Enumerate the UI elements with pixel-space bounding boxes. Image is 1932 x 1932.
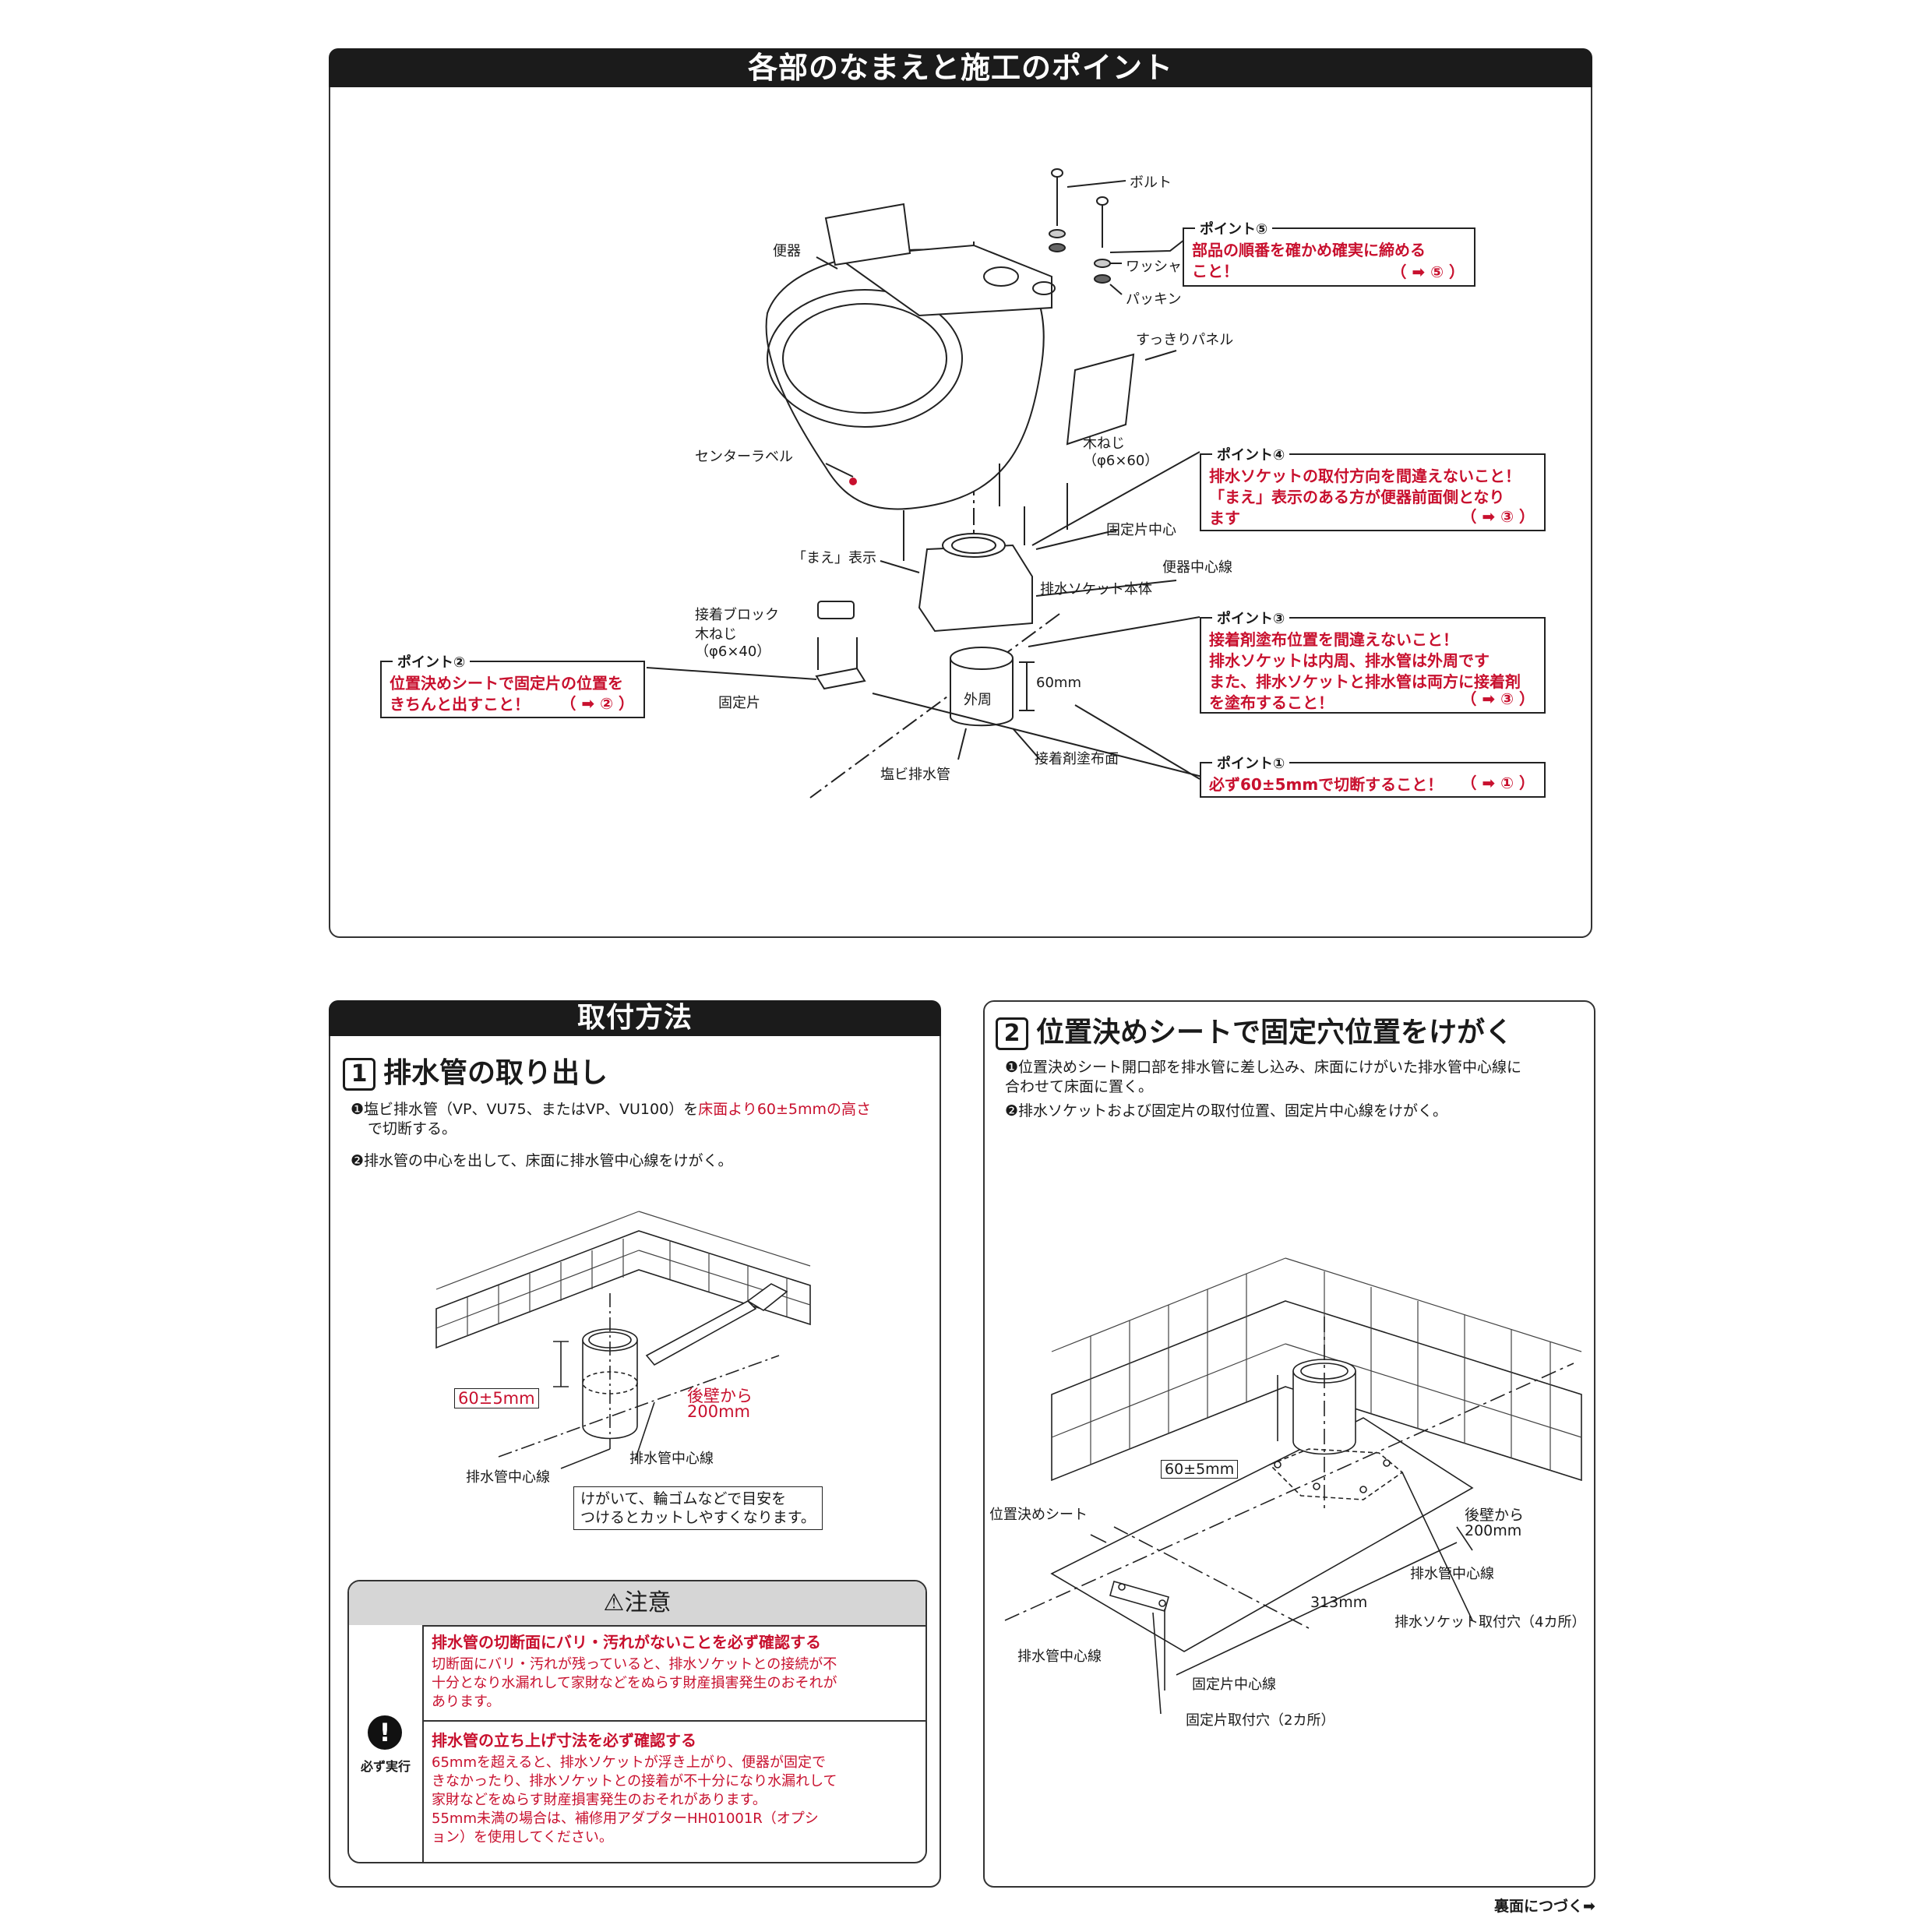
point-5-callout: ポイント⑤ 部品の順番を確かめ確実に締める こと！ （ ➡ ⑤ ） [1183, 218, 1475, 287]
label-adhesive-face: 接着剤塗布面 [1035, 751, 1119, 767]
label-fix-piece: 固定片 [718, 695, 760, 711]
section-2-number: 2 [996, 1017, 1028, 1050]
fix-piece [815, 667, 866, 690]
label-toilet: 便器 [773, 243, 801, 259]
sheet-center-line-a: 排水管中心線 [1410, 1566, 1494, 1582]
label-packing: パッキン [1126, 291, 1182, 308]
continue-note: 裏面につづく➡ [1494, 1898, 1595, 1915]
saw [645, 1300, 757, 1366]
point-4-callout: ポイント④ 排水ソケットの取付方向を間違えないこと！ 「まえ」表示のある方が便器… [1200, 444, 1546, 531]
label-washer: ワッシャー [1126, 259, 1196, 275]
section-2-step-2: ❷排水ソケットおよび固定片の取付位置、固定片中心線をけがく。 [1005, 1102, 1448, 1119]
caution-item-2-head: 排水管の立ち上げ寸法を必ず確認する [432, 1731, 696, 1750]
caution-header: ⚠注意 [349, 1581, 925, 1627]
label-adhesive-block: 接着ブロック [695, 607, 779, 623]
caution-badge: 必ず実行 [360, 1759, 411, 1774]
caution-item-2: 排水管の立ち上げ寸法を必ず確認する 65mmを超えると、排水ソケットが浮き上がり… [424, 1723, 925, 1862]
washer-1 [1049, 229, 1066, 238]
pipe-cut-wall-dist-1: 後壁から [687, 1387, 753, 1405]
point-2-callout: ポイント② 位置決めシートで固定片の位置を きちんと出すこと！ （ ➡ ② ） [380, 651, 645, 718]
label-fix-center: 固定片中心 [1106, 522, 1176, 538]
sheet-wall-dist-1: 後壁から [1465, 1507, 1525, 1524]
install-panel-title: 取付方法 [329, 1000, 941, 1036]
label-toilet-center-line: 便器中心線 [1162, 559, 1232, 576]
toilet-seat-opening [782, 303, 947, 414]
instruction-sheet [824, 203, 911, 266]
sheet-313mm: 313mm [1310, 1594, 1368, 1611]
point-3-callout: ポイント③ 接着剤塗布位置を間違えないこと！ 排水ソケットは内周、排水管は外周で… [1200, 608, 1546, 714]
pvc-pipe [950, 658, 1014, 727]
label-socket-body: 排水ソケット本体 [1040, 581, 1152, 598]
section-2-step-1: ❶位置決めシート開口部を排水管に差し込み、床面にけがいた排水管中心線に 合わせて… [1005, 1059, 1522, 1095]
section-1-title: 排水管の取り出し [383, 1057, 608, 1089]
label-wood-screw-b: 木ねじ [695, 626, 737, 643]
caution-item-1-body: 切断面にバリ・汚れが残っていると、排水ソケットとの接続が不 十分となり水漏れして… [432, 1656, 837, 1710]
pipe-cut-tip: けがいて、輪ゴムなどで目安を つけるとカットしやすくなります。 [573, 1486, 823, 1530]
pipe-cut-center-line-b: 排水管中心線 [466, 1469, 550, 1486]
washer-2 [1094, 259, 1111, 268]
sheet-dim: 60±5mm [1161, 1460, 1239, 1479]
label-60mm: 60mm [1036, 675, 1081, 691]
caution-title: 注意 [624, 1589, 672, 1616]
sheet-fix-center: 固定片中心線 [1192, 1676, 1276, 1693]
label-wood-screw-a: 木ねじ [1083, 435, 1125, 452]
caution-badge-column: ! 必ず実行 [349, 1625, 424, 1862]
caution-item-2-body: 65mmを超えると、排水ソケットが浮き上がり、便器が固定で きなかったり、排水ソ… [432, 1754, 837, 1846]
label-center-label: センターラベル [695, 449, 793, 465]
warning-triangle-icon: ⚠ [603, 1589, 625, 1616]
toilet-center-line [809, 613, 1060, 799]
label-wood-screw-a-size: （φ6×60） [1083, 453, 1159, 469]
sukkiri-panel [1066, 353, 1135, 446]
positioning-sheet-diagram [1004, 1257, 1582, 1715]
label-outer: 外周 [964, 692, 992, 708]
pipe-cut-diagram [435, 1211, 811, 1469]
sheet-fix-holes: 固定片取付穴（2カ所） [1186, 1712, 1335, 1729]
point-1-callout: ポイント① 必ず60±5mmで切断すること！ （ ➡ ① ） [1200, 753, 1546, 798]
caution-box: ⚠注意 ! 必ず実行 排水管の切断面にバリ・汚れがないことを必ず確認する 切断面… [347, 1580, 927, 1863]
section-1-step-1: ❶塩ビ排水管（VP、VU75、またはVP、VU100）を床面より60±5mmの高… [351, 1101, 872, 1137]
parts-panel-title: 各部のなまえと施工のポイント [329, 48, 1592, 87]
section-1-step-2: ❷排水管の中心を出して、床面に排水管中心線をけがく。 [351, 1152, 733, 1169]
section-2-title: 位置決めシートで固定穴位置をけがく [1036, 1017, 1514, 1049]
drain-socket [918, 544, 1033, 633]
sheet-socket-holes: 排水ソケット取付穴（4カ所） [1394, 1614, 1586, 1631]
pipe-cut-wall-dist-2: 200mm [687, 1402, 750, 1421]
center-label-mark [849, 478, 857, 485]
caution-item-1-head: 排水管の切断面にバリ・汚れがないことを必ず確認する [432, 1633, 821, 1652]
label-pvc-pipe: 塩ビ排水管 [880, 767, 950, 783]
exclamation-icon: ! [368, 1715, 402, 1750]
label-wood-screw-b-size: （φ6×40） [695, 643, 771, 660]
pipe-cut-center-line-a: 排水管中心線 [629, 1451, 714, 1467]
label-panel: すっきりパネル [1136, 332, 1234, 348]
sheet-center-line-b: 排水管中心線 [1017, 1648, 1102, 1665]
sheet-wall-dist-2: 200mm [1465, 1522, 1522, 1539]
caution-item-1: 排水管の切断面にバリ・汚れがないことを必ず確認する 切断面にバリ・汚れが残ってい… [424, 1625, 925, 1722]
label-bolt: ボルト [1130, 175, 1172, 191]
sheet-label: 位置決めシート [989, 1507, 1088, 1523]
exploded-diagram [646, 168, 1212, 799]
adhesive-block [817, 601, 855, 619]
section-1-number: 1 [343, 1058, 375, 1091]
pipe-cut-dim: 60±5mm [454, 1388, 539, 1408]
label-mae-mark: 「まえ」表示 [792, 550, 876, 566]
packing [1094, 274, 1111, 284]
